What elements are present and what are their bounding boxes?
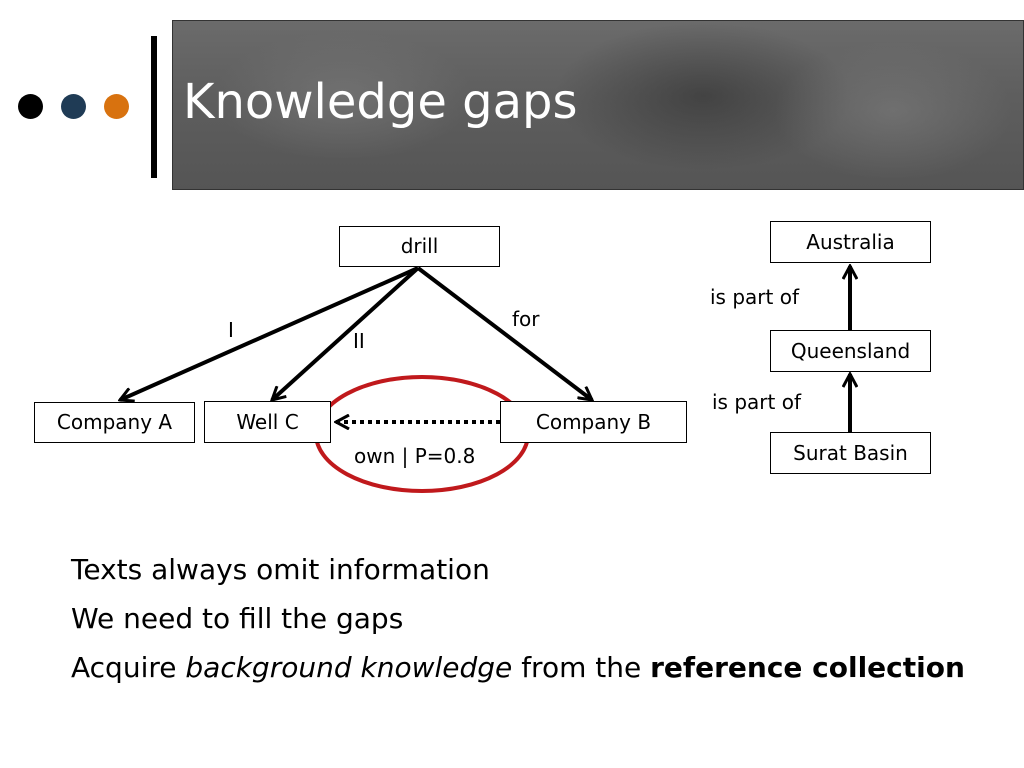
node-surat-basin: Surat Basin — [770, 432, 931, 474]
node-drill: drill — [339, 226, 500, 267]
node-surat-basin-label: Surat Basin — [793, 441, 908, 465]
edge-label-is-part-of-2: is part of — [712, 390, 801, 414]
edge-label-is-part-of-1: is part of — [710, 285, 799, 309]
node-company-b-label: Company B — [535, 410, 652, 434]
node-australia: Australia — [770, 221, 931, 263]
bullet-3-middle: from the — [512, 651, 651, 684]
orange-dot-icon — [104, 94, 129, 119]
edge-drill-well-c — [272, 266, 420, 400]
node-drill-label: drill — [400, 234, 439, 258]
edge-drill-company-a — [120, 266, 419, 400]
node-well-c: Well C — [204, 401, 331, 443]
page-title: Knowledge gaps — [183, 74, 578, 130]
edge-label-ii: II — [353, 329, 365, 353]
node-company-b: Company B — [500, 401, 687, 443]
edge-label-for: for — [512, 307, 540, 331]
node-australia-label: Australia — [806, 230, 895, 254]
bullet-3-bold: reference collection — [650, 651, 965, 684]
edge-label-i: I — [228, 318, 234, 342]
bullet-3-prefix: Acquire — [71, 651, 186, 684]
navy-dot-icon — [61, 94, 86, 119]
bullet-list: Texts always omit information We need to… — [71, 545, 965, 692]
node-company-a-label: Company A — [56, 410, 173, 434]
title-divider — [151, 36, 157, 178]
bullet-3-italic: background knowledge — [185, 651, 513, 684]
title-banner — [172, 20, 1024, 190]
node-queensland: Queensland — [770, 330, 931, 372]
edge-drill-company-b — [416, 266, 592, 400]
node-company-a: Company A — [34, 402, 195, 443]
gap-highlight-ellipse — [314, 375, 530, 493]
bullet-2: We need to fill the gaps — [71, 602, 404, 635]
edge-label-own: own | P=0.8 — [354, 444, 476, 468]
bullet-1: Texts always omit information — [71, 553, 490, 586]
node-queensland-label: Queensland — [790, 339, 911, 363]
black-dot-icon — [18, 94, 43, 119]
bullet-3: Acquire background knowledge from the re… — [71, 643, 965, 692]
node-well-c-label: Well C — [236, 410, 299, 434]
